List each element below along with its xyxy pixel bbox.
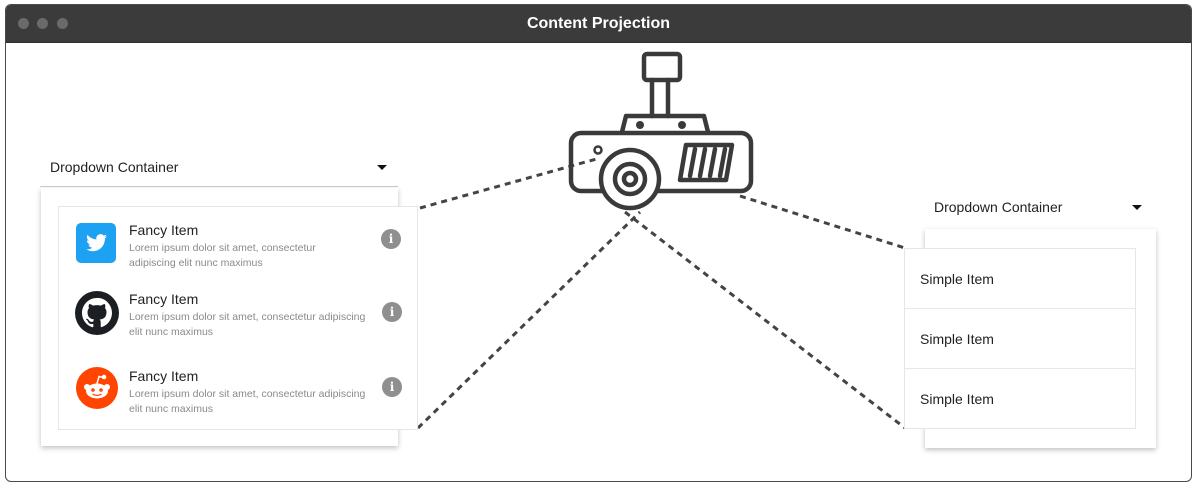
twitter-icon bbox=[76, 223, 116, 263]
fancy-item-description: Lorem ipsum dolor sit amet, consectetur … bbox=[129, 310, 365, 340]
left-dropdown-label: Dropdown Container bbox=[50, 159, 179, 175]
description-line-2: elit nunc maximus bbox=[129, 403, 214, 415]
right-dropdown-label: Dropdown Container bbox=[934, 199, 1063, 215]
simple-item[interactable]: Simple Item bbox=[905, 309, 1135, 369]
fancy-item[interactable]: Fancy Item Lorem ipsum dolor sit amet, c… bbox=[59, 357, 417, 429]
info-icon[interactable]: i bbox=[382, 377, 402, 397]
fancy-item-description: Lorem ipsum dolor sit amet, consectetur … bbox=[129, 387, 365, 417]
title-bar: Content Projection bbox=[6, 5, 1191, 43]
chevron-down-icon bbox=[1132, 205, 1142, 210]
description-line-1: Lorem ipsum dolor sit amet, consectetur … bbox=[129, 311, 366, 323]
window-title: Content Projection bbox=[526, 15, 671, 32]
fancy-item-description: Lorem ipsum dolor sit amet, consectetur … bbox=[129, 241, 316, 271]
github-icon bbox=[75, 291, 119, 335]
minimize-window-button[interactable] bbox=[37, 18, 48, 29]
maximize-window-button[interactable] bbox=[57, 18, 68, 29]
info-icon[interactable]: i bbox=[382, 302, 402, 322]
simple-item[interactable]: Simple Item bbox=[920, 391, 994, 407]
fancy-item[interactable]: Fancy Item Lorem ipsum dolor sit amet, c… bbox=[59, 213, 417, 285]
description-line-1: Lorem ipsum dolor sit amet, consectetur bbox=[129, 242, 316, 254]
left-dropdown-panel: Fancy Item Lorem ipsum dolor sit amet, c… bbox=[41, 188, 418, 446]
description-line-2: elit nunc maximus bbox=[129, 326, 214, 338]
fancy-item[interactable]: Fancy Item Lorem ipsum dolor sit amet, c… bbox=[59, 283, 417, 355]
fancy-item-title: Fancy Item bbox=[129, 222, 199, 238]
left-dropdown-header[interactable]: Dropdown Container bbox=[40, 147, 398, 187]
description-line-1: Lorem ipsum dolor sit amet, consectetur … bbox=[129, 388, 366, 400]
simple-item[interactable]: Simple Item bbox=[905, 249, 1135, 309]
reddit-icon bbox=[76, 367, 118, 409]
description-line-2: adipiscing elit nunc maximus bbox=[129, 257, 263, 269]
right-dropdown-list: Simple Item Simple Item Simple Item bbox=[904, 248, 1136, 429]
projector-icon bbox=[568, 51, 754, 211]
fancy-item-title: Fancy Item bbox=[129, 291, 199, 307]
right-dropdown-header[interactable]: Dropdown Container bbox=[924, 187, 1156, 227]
left-dropdown-list: Fancy Item Lorem ipsum dolor sit amet, c… bbox=[58, 206, 418, 430]
chevron-down-icon bbox=[377, 165, 387, 170]
fancy-item-title: Fancy Item bbox=[129, 368, 199, 384]
close-window-button[interactable] bbox=[18, 18, 29, 29]
info-icon[interactable]: i bbox=[381, 229, 401, 249]
